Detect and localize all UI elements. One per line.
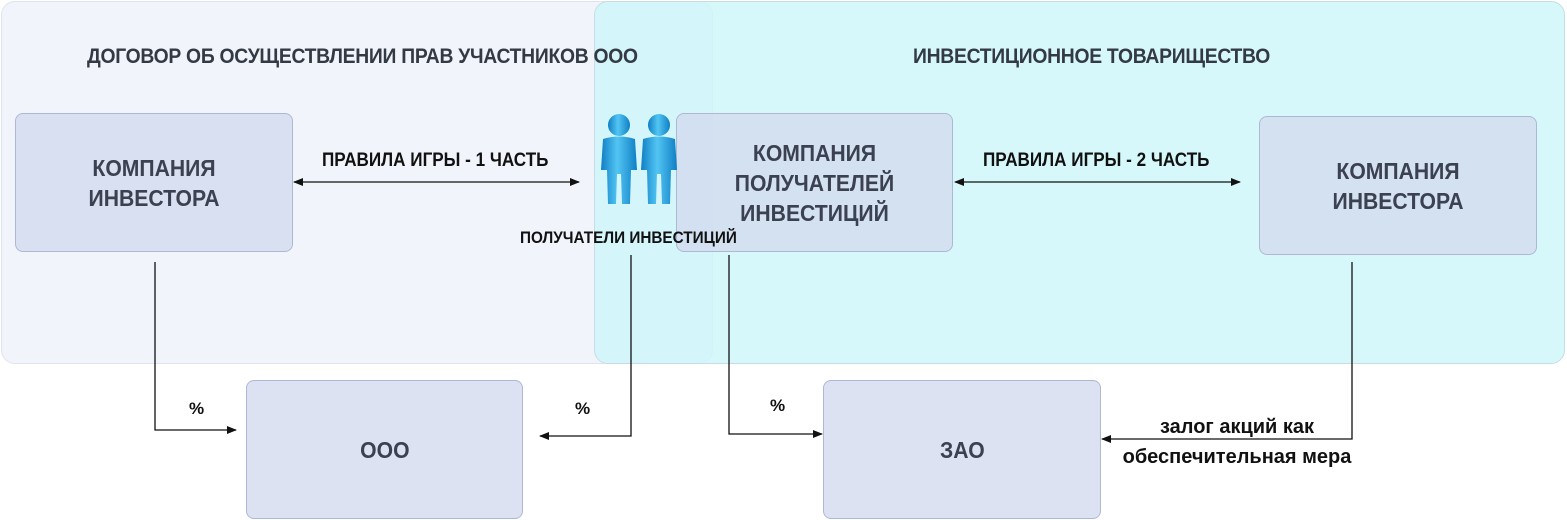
investor-to-ooo-arrow: [154, 262, 237, 434]
recipients-company-label: КОМПАНИЯ ПОЛУЧАТЕЛЕЙ ИНВЕСТИЦИЙ: [734, 139, 895, 226]
investment-partnership-title: ИНВЕСТИЦИОННОЕ ТОВАРИЩЕСТВО: [913, 45, 1271, 68]
investor-company-left-box: КОМПАНИЯ ИНВЕСТОРА: [15, 113, 293, 252]
zao-label: ЗАО: [939, 436, 985, 463]
rules-part1-label: ПРАВИЛА ИГРЫ - 1 ЧАСТЬ: [322, 150, 549, 171]
percent-label-1: %: [189, 399, 205, 418]
recipients-label: ПОЛУЧАТЕЛИ ИНВЕСТИЦИЙ: [520, 228, 737, 247]
recipients-company-box: КОМПАНИЯ ПОЛУЧАТЕЛЕЙ ИНВЕСТИЦИЙ: [676, 113, 953, 252]
zao-box: ЗАО: [823, 380, 1101, 519]
percent-label-3: %: [770, 396, 786, 415]
llc-agreement-title: ДОГОВОР ОБ ОСУЩЕСТВЛЕНИИ ПРАВ УЧАСТНИКОВ…: [87, 45, 638, 68]
recipients-company-to-zao-arrow: [728, 255, 823, 438]
investor-company-right-label: КОМПАНИЯ ИНВЕСТОРА: [1332, 157, 1464, 214]
investor-right-to-zao-arrow: [1101, 262, 1353, 443]
pledge-label: залог акций как обеспечительная мера: [1112, 412, 1362, 472]
ooo-box: ООО: [246, 380, 523, 519]
pledge-label-line1: залог акций как: [1159, 416, 1315, 438]
ooo-label: ООО: [359, 436, 410, 463]
rules-part2-label: ПРАВИЛА ИГРЫ - 2 ЧАСТЬ: [983, 150, 1210, 171]
investor-company-left-label: КОМПАНИЯ ИНВЕСТОРА: [88, 154, 220, 211]
investor-company-right-box: КОМПАНИЯ ИНВЕСТОРА: [1259, 116, 1537, 255]
pledge-label-line2: обеспечительная мера: [1122, 446, 1352, 468]
people-icon: [601, 114, 677, 204]
percent-label-2: %: [575, 399, 591, 418]
recipients-to-ooo-arrow: [539, 255, 632, 440]
